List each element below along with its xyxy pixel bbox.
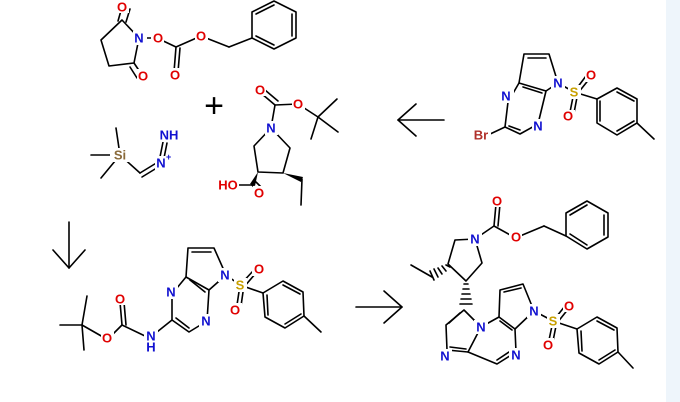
atom-o: O xyxy=(115,292,125,307)
atom-n: N xyxy=(440,349,449,364)
atom-ho: HO xyxy=(218,178,238,193)
atom-n: N xyxy=(166,285,175,300)
atom-o: O xyxy=(255,83,265,98)
atom-o: O xyxy=(564,299,574,314)
atom-o: O xyxy=(196,29,206,44)
plus-sign: + xyxy=(204,87,224,125)
arrow-left-to-right xyxy=(355,290,403,324)
atom-h: H xyxy=(146,340,155,355)
atom-o: O xyxy=(511,230,521,245)
molecule-product: N O O N N N N S O O xyxy=(410,194,634,369)
atom-n: N xyxy=(501,89,510,104)
atom-n-plus: N xyxy=(156,156,165,171)
atom-si: Si xyxy=(114,148,126,163)
atom-n: N xyxy=(533,119,542,134)
atom-o: O xyxy=(586,68,596,83)
atom-s: S xyxy=(570,85,579,100)
atom-n: N xyxy=(553,76,562,91)
arrow-top-to-bottom xyxy=(52,221,86,269)
hashed-bond xyxy=(459,283,473,305)
atom-n: N xyxy=(220,268,229,283)
atom-o: O xyxy=(563,109,573,124)
atom-o: O xyxy=(117,0,127,15)
atom-o: O xyxy=(230,303,240,318)
atom-o: O xyxy=(492,194,502,209)
molecule-bromo-pyrrolopyrazine: N N N Br S O O xyxy=(471,53,655,143)
molecule-cbz-osu: O N O O O O xyxy=(100,0,297,84)
atom-n: N xyxy=(470,232,479,247)
molecule-boc-pyrrolidine-acid: N O O HO O xyxy=(217,83,339,206)
molecule-tms-diazomethane: Si N + NH xyxy=(90,127,180,179)
atom-br: Br xyxy=(474,128,488,143)
atom-s: S xyxy=(549,314,558,329)
side-panel xyxy=(666,0,680,402)
atom-n: N xyxy=(266,121,275,136)
atom-o: O xyxy=(254,186,264,201)
atom-n: N xyxy=(476,320,485,335)
atom-n: N xyxy=(201,314,210,329)
atom-o: O xyxy=(170,68,180,83)
atom-n: N xyxy=(529,304,538,319)
atom-nh: NH xyxy=(160,128,179,143)
atom-n: N xyxy=(134,31,143,46)
atom-o: O xyxy=(543,338,553,353)
atom-s: S xyxy=(236,278,245,293)
atom-o: O xyxy=(254,262,264,277)
atom-o: O xyxy=(102,331,112,346)
charge-plus: + xyxy=(166,152,171,162)
atom-n: N xyxy=(511,348,520,363)
hashed-bond xyxy=(429,264,451,281)
arrow-right-to-left xyxy=(397,103,445,137)
atom-o: O xyxy=(138,69,148,84)
molecule-boc-amino-pyrrolopyrazine: O O N H N N N S O O xyxy=(59,247,322,355)
atom-o: O xyxy=(293,97,303,112)
atom-o: O xyxy=(153,31,163,46)
atom-n: N xyxy=(146,329,155,344)
